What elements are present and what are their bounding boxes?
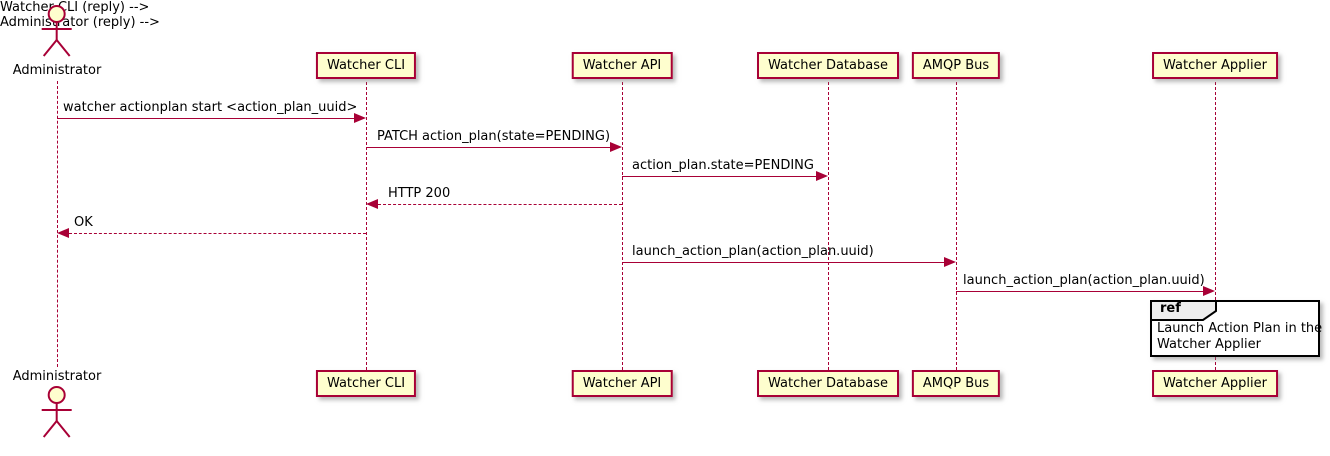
message-label: PATCH action_plan(state=PENDING)	[377, 129, 611, 144]
message-label: HTTP 200	[388, 186, 451, 201]
lifeline-administrator	[57, 81, 58, 367]
participant-watcher-database-bottom: Watcher Database	[757, 370, 899, 397]
ref-keyword: ref	[1160, 301, 1181, 316]
ref-header: ref	[1150, 300, 1218, 322]
participant-label: Watcher Database	[768, 376, 888, 391]
message-line	[69, 233, 366, 234]
arrowhead-icon	[366, 199, 378, 209]
participant-label: Watcher CLI	[326, 58, 406, 73]
message-label: launch_action_plan(action_plan.uuid)	[963, 273, 1205, 288]
participant-watcher-database-top: Watcher Database	[757, 52, 899, 79]
arrowhead-icon	[354, 113, 366, 123]
lifeline-watcher-cli	[366, 82, 367, 370]
participant-watcher-cli-bottom: Watcher CLI	[315, 370, 417, 397]
participant-amqp-bus-bottom: AMQP Bus	[911, 370, 1001, 397]
participant-amqp-bus-top: AMQP Bus	[911, 52, 1001, 79]
message-line	[378, 204, 622, 205]
ref-fragment: ref Launch Action Plan in the Watcher Ap…	[1150, 300, 1322, 357]
participant-watcher-api-top: Watcher API	[571, 52, 673, 79]
actor-icon	[42, 5, 72, 57]
arrowhead-icon	[57, 228, 69, 238]
participant-label: Watcher Applier	[1163, 58, 1267, 73]
ref-pentagon-icon	[1150, 300, 1217, 321]
message-line	[57, 118, 355, 119]
message-label: action_plan.state=PENDING	[632, 158, 814, 173]
message-label: watcher actionplan start <action_plan_uu…	[63, 100, 358, 115]
message-line	[622, 176, 817, 177]
ref-text-line: Launch Action Plan in the	[1157, 321, 1323, 336]
participant-watcher-api-bottom: Watcher API	[571, 370, 673, 397]
actor-icon	[42, 386, 72, 438]
actor-administrator-bottom: Administrator	[12, 369, 102, 444]
arrowhead-icon	[610, 142, 622, 152]
message-line	[366, 147, 611, 148]
actor-administrator-top: Administrator	[12, 3, 102, 78]
ref-text: Launch Action Plan in the Watcher Applie…	[1157, 321, 1322, 353]
participant-label: Watcher API	[582, 58, 662, 73]
message-line	[956, 291, 1204, 292]
lifeline-amqp-bus	[956, 82, 957, 370]
message-line	[622, 262, 945, 263]
participant-label: AMQP Bus	[922, 376, 990, 391]
arrowhead-icon	[816, 171, 828, 181]
actor-label: Administrator	[12, 63, 102, 78]
lifeline-watcher-database	[828, 82, 829, 370]
participant-label: Watcher API	[582, 376, 662, 391]
participant-label: Watcher CLI	[326, 376, 406, 391]
lifeline-watcher-api	[622, 82, 623, 370]
message-label: OK	[74, 215, 93, 230]
participant-label: Watcher Database	[768, 58, 888, 73]
participant-watcher-applier-top: Watcher Applier	[1152, 52, 1278, 79]
actor-label: Administrator	[12, 369, 102, 384]
lifeline-watcher-applier	[1215, 82, 1216, 370]
participant-label: Watcher Applier	[1163, 376, 1267, 391]
participant-watcher-cli-top: Watcher CLI	[315, 52, 417, 79]
arrowhead-icon	[944, 257, 956, 267]
participant-label: AMQP Bus	[922, 58, 990, 73]
message-label: launch_action_plan(action_plan.uuid)	[632, 244, 874, 259]
ref-text-line: Watcher Applier	[1157, 337, 1261, 352]
arrowhead-icon	[1203, 286, 1215, 296]
participant-watcher-applier-bottom: Watcher Applier	[1152, 370, 1278, 397]
